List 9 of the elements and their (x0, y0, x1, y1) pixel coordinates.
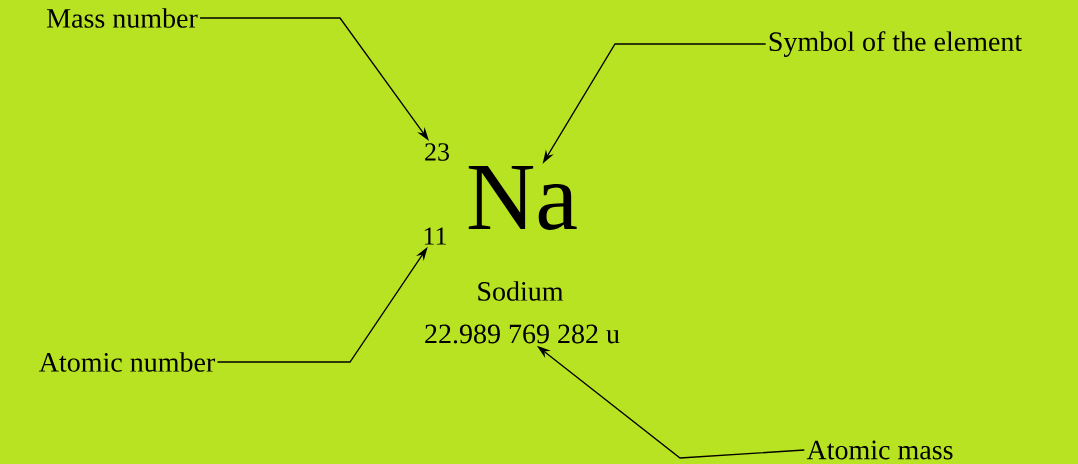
leader-label: Atomic mass (806, 440, 953, 460)
element-symbol: Na (468, 166, 577, 230)
atomic-mass-value: 22.989 769 282 u (425, 324, 620, 344)
mass-number: 23 (425, 143, 449, 161)
leader-label: Atomic number (39, 352, 216, 372)
leader-label: Symbol of the element (769, 31, 1022, 57)
atomic-number: 11 (424, 227, 446, 245)
element-name: Sodium (478, 281, 564, 301)
leader-label: Mass number (47, 8, 198, 28)
